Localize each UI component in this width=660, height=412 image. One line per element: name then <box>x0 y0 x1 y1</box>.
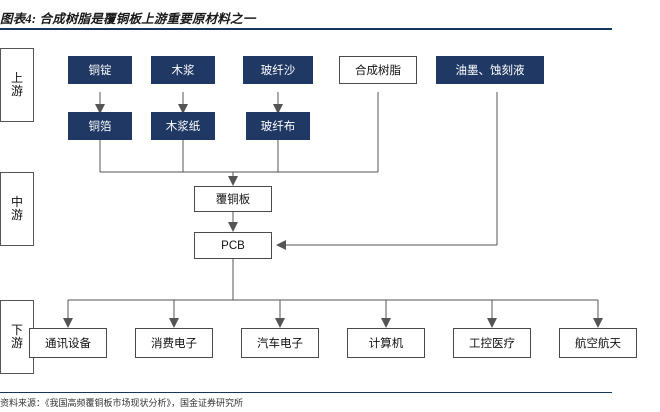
stage-downstream-line1: 下 <box>10 323 23 338</box>
node-ink-etchant[interactable]: 油墨、蚀刻液 <box>436 56 544 84</box>
node-glass-cloth[interactable]: 玻纤布 <box>246 112 310 140</box>
arrowhead-ink-to-pcb <box>276 240 286 250</box>
node-aerospace[interactable]: 航空航天 <box>559 328 637 358</box>
node-copper-clad-laminate[interactable]: 覆铜板 <box>194 186 272 212</box>
node-pulp-paper[interactable]: 木浆纸 <box>151 112 215 140</box>
node-glass-fiber-sand[interactable]: 玻纤沙 <box>243 56 313 84</box>
node-consumer-electronics[interactable]: 消费电子 <box>135 328 213 358</box>
stage-upstream-line2: 游 <box>10 84 23 98</box>
node-automotive-electronics[interactable]: 汽车电子 <box>241 328 319 358</box>
page-title: 图表4: 合成树脂是覆铜板上游重要原材料之一 <box>0 12 256 26</box>
node-communication-equipment[interactable]: 通讯设备 <box>29 328 107 358</box>
stage-downstream-line2: 游 <box>10 336 23 350</box>
stage-midstream-line1: 中 <box>10 195 23 210</box>
node-pcb[interactable]: PCB <box>194 232 272 259</box>
node-wood-pulp[interactable]: 木浆 <box>151 56 215 84</box>
node-copper-ingot[interactable]: 铜锭 <box>68 56 132 84</box>
arrowhead-to-pcb <box>228 222 238 232</box>
source-note: 资料来源：《我国高频覆铜板市场现状分析》，国金证券研究所 <box>0 398 244 408</box>
stage-midstream-line2: 游 <box>10 208 23 222</box>
footer-divider <box>0 392 612 393</box>
node-industrial-medical[interactable]: 工控医疗 <box>453 328 531 358</box>
stage-label-upstream: 上 游 <box>0 48 34 122</box>
node-copper-foil[interactable]: 铜箔 <box>68 112 132 140</box>
title-divider <box>0 28 612 30</box>
stage-label-midstream: 中 游 <box>0 172 34 246</box>
node-computer[interactable]: 计算机 <box>347 328 425 358</box>
stage-upstream-line1: 上 <box>10 71 23 86</box>
arrowhead-to-cclmaterial <box>228 176 238 186</box>
node-synthetic-resin[interactable]: 合成树脂 <box>339 56 417 84</box>
